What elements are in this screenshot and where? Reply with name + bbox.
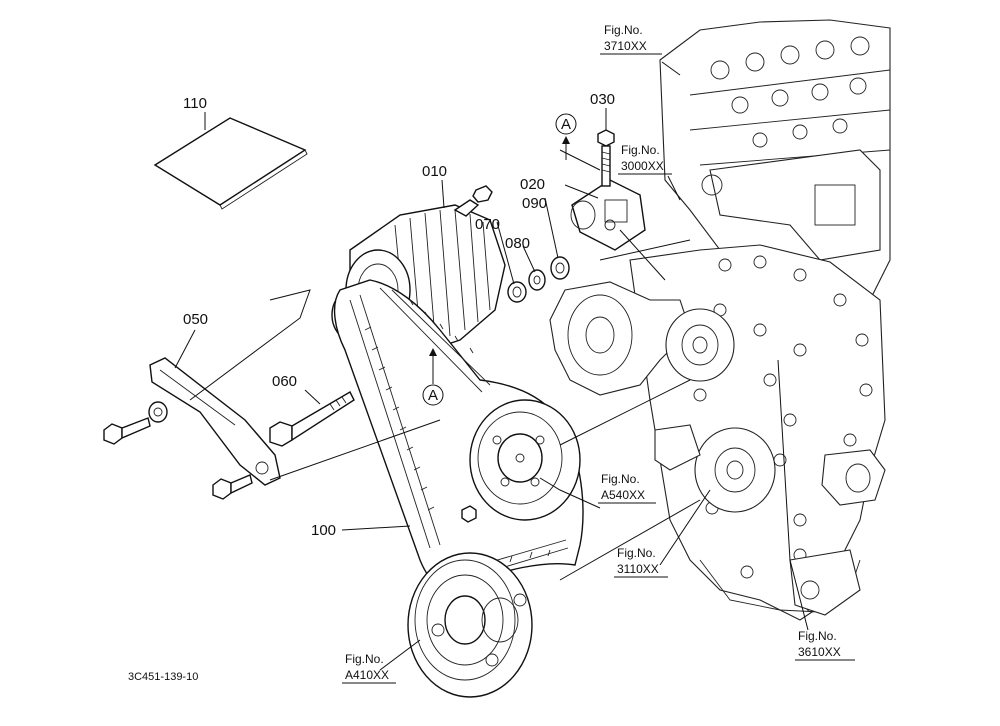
part-label-050: 050 — [183, 311, 208, 328]
svg-text:Fig.No.: Fig.No. — [345, 652, 384, 666]
svg-text:3110XX: 3110XX — [617, 562, 659, 576]
svg-text:Fig.No.: Fig.No. — [617, 546, 656, 560]
svg-text:Fig.No.: Fig.No. — [604, 23, 643, 37]
figure-ref-A410: Fig.No. A410XX — [342, 652, 396, 684]
svg-text:Fig.No.: Fig.No. — [798, 629, 837, 643]
svg-text:3610XX: 3610XX — [798, 645, 841, 659]
figure-ref-3710: Fig.No. 3710XX — [600, 23, 662, 55]
svg-text:A410XX: A410XX — [345, 668, 389, 682]
manual-book-drawing — [153, 117, 308, 210]
leader-lines — [174, 61, 809, 671]
svg-text:3000XX: 3000XX — [621, 159, 664, 173]
crank-pulley-drawing — [407, 552, 533, 698]
washer-drawings — [507, 256, 570, 303]
view-marker-bottom: A — [422, 348, 444, 406]
part-label-020: 020 — [520, 176, 545, 193]
svg-text:A540XX: A540XX — [601, 488, 645, 502]
bolt-030-drawing — [597, 129, 615, 187]
part-label-030: 030 — [590, 91, 615, 108]
alternator-bracket-drawing — [570, 179, 646, 251]
svg-text:3710XX: 3710XX — [604, 39, 647, 53]
adjusting-plate-drawing — [103, 357, 281, 500]
part-label-060: 060 — [272, 373, 297, 390]
engine-block-drawing — [549, 19, 891, 621]
view-marker-top-label: A — [561, 116, 571, 133]
figure-ref-A540: Fig.No. A540XX — [598, 472, 656, 504]
part-label-010: 010 — [422, 163, 447, 180]
part-label-080: 080 — [505, 235, 530, 252]
svg-text:Fig.No.: Fig.No. — [601, 472, 640, 486]
part-label-110: 110 — [183, 95, 207, 112]
svg-text:Fig.No.: Fig.No. — [621, 143, 660, 157]
figure-ref-3110: Fig.No. 3110XX — [614, 546, 668, 578]
figure-ref-3610: Fig.No. 3610XX — [795, 629, 855, 661]
part-label-100: 100 — [311, 522, 336, 539]
view-marker-bottom-label: A — [428, 387, 438, 404]
drawing-code: 3C451-139-10 — [128, 671, 198, 683]
figure-ref-3000: Fig.No. 3000XX — [618, 143, 672, 175]
part-label-070: 070 — [475, 216, 500, 233]
fan-pulley-drawing — [461, 399, 581, 523]
view-marker-top: A — [555, 113, 577, 160]
long-bolt-060-drawing — [269, 391, 355, 447]
part-label-090: 090 — [522, 195, 547, 212]
